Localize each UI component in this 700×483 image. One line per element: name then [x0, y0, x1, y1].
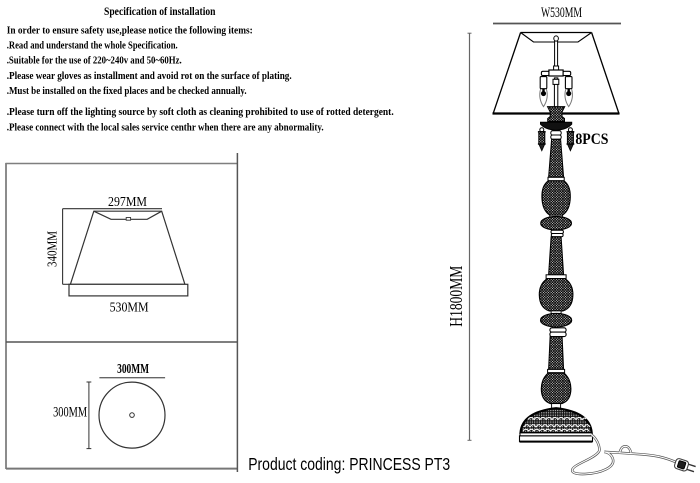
svg-text:H1800MM: H1800MM	[446, 266, 466, 327]
svg-text:.Please wear gloves as install: .Please wear gloves as installment and a…	[7, 70, 292, 82]
svg-text:In order to ensure safety use,: In order to ensure safety use,please not…	[7, 24, 253, 36]
svg-text:.Suitable for the use of 220~2: .Suitable for the use of 220~240v and 50…	[7, 55, 182, 67]
svg-text:Product coding: PRINCESS PT3: Product coding: PRINCESS PT3	[248, 454, 450, 474]
svg-text:.Read and understand the whole: .Read and understand the whole Specifica…	[7, 40, 178, 52]
svg-text:.Please turn off the lighting: .Please turn off the lighting source by …	[7, 106, 394, 118]
svg-text:530MM: 530MM	[110, 301, 149, 316]
svg-text:300MM: 300MM	[117, 361, 149, 376]
svg-text:340MM: 340MM	[46, 231, 61, 267]
svg-text:Specification of installation: Specification of installation	[104, 6, 216, 18]
svg-text:.Must be installed on the fixe: .Must be installed on the fixed places a…	[7, 85, 247, 97]
svg-text:300MM: 300MM	[53, 404, 87, 420]
svg-text:8PCS: 8PCS	[575, 131, 608, 148]
svg-text:.Please connect with the local: .Please connect with the local sales ser…	[7, 122, 324, 134]
svg-text:297MM: 297MM	[108, 195, 147, 210]
svg-text:W530MM: W530MM	[541, 5, 582, 21]
